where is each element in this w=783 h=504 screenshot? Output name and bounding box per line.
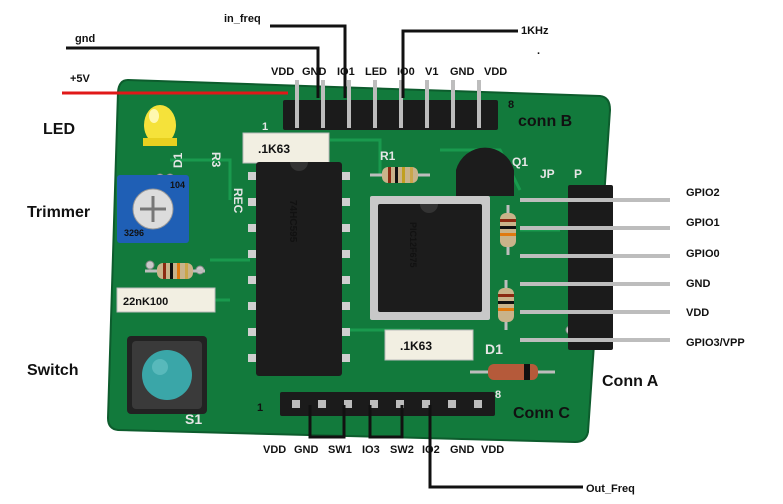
label-trimmer: Trimmer xyxy=(27,204,90,221)
label-in-freq: in_freq xyxy=(224,13,261,25)
conn-a-pin: GPIO2 xyxy=(686,187,720,199)
silk-d1: D1 xyxy=(485,341,503,357)
silk-pin8-c: 8 xyxy=(495,389,501,401)
resistor-left xyxy=(145,263,205,279)
capacitor-left-code: 22nK100 xyxy=(123,296,168,308)
ic-small-marking: PIC12F675 xyxy=(408,222,418,268)
capacitor-box-left: 22nK100 xyxy=(116,287,216,313)
label-gnd: gnd xyxy=(75,33,95,45)
conn-b-pin: V1 xyxy=(425,66,438,78)
capacitor-box-top: .1K63 xyxy=(242,132,330,164)
wire-gnd xyxy=(66,46,320,98)
silk-jp: JP xyxy=(540,167,555,181)
conn-c-header xyxy=(280,392,495,416)
wire-in-freq xyxy=(270,24,347,98)
annotation-wires xyxy=(62,24,583,489)
silk-pin1-b: 1 xyxy=(262,121,268,133)
label-led: LED xyxy=(43,121,75,138)
silk-s1: S1 xyxy=(185,411,202,427)
conn-b-pin: VDD xyxy=(271,66,294,78)
conn-b-pin: GND xyxy=(302,66,327,78)
conn-a-pin-labels: GPIO2 GPIO1 GPIO0 GND VDD GPIO3/VPP xyxy=(686,187,745,349)
led-component xyxy=(143,105,177,146)
resistor-right-bottom xyxy=(498,280,514,330)
conn-c-pin: IO3 xyxy=(362,444,380,456)
pushbutton-s1 xyxy=(127,336,207,414)
transistor-q1 xyxy=(456,147,514,196)
resistor-right-top xyxy=(500,205,516,255)
conn-b-pin-labels: VDD GND IO1 LED IO0 V1 GND VDD xyxy=(271,66,507,78)
label-1khz: 1KHz xyxy=(521,25,549,37)
silk-r3: R3 xyxy=(209,152,223,168)
conn-a-pin: GPIO3/VPP xyxy=(686,337,745,349)
label-conn-c: Conn C xyxy=(513,405,570,422)
conn-a-header xyxy=(520,185,670,350)
conn-c-pin: IO2 xyxy=(422,444,440,456)
conn-c-pin: VDD xyxy=(263,444,286,456)
wire-out-freq xyxy=(428,405,583,489)
silk-pin8-b: 8 xyxy=(508,99,514,111)
conn-c-pin: VDD xyxy=(481,444,504,456)
label-switch: Switch xyxy=(27,362,79,379)
capacitor-top-code: .1K63 xyxy=(258,142,290,156)
silk-pin1-c: 1 xyxy=(257,402,263,414)
conn-a-pin: GPIO0 xyxy=(686,248,720,260)
silk-rec: REC xyxy=(231,188,245,214)
wire-sw1 xyxy=(308,405,346,439)
ic-large: 74HC595 xyxy=(248,162,350,376)
conn-b-pin: LED xyxy=(365,66,387,78)
label-vplus: +5V xyxy=(70,73,91,85)
conn-a-pin: GPIO1 xyxy=(686,217,720,229)
conn-b-pin: GND xyxy=(450,66,475,78)
conn-a-pin: VDD xyxy=(686,307,709,319)
trimpot-top-code: 104 xyxy=(170,180,185,190)
label-conn-b: conn B xyxy=(518,113,572,130)
conn-c-pin: SW2 xyxy=(390,444,414,456)
silk-p: P xyxy=(574,167,582,181)
annotation-labels: gnd +5V in_freq 1KHz . LED Trimmer Switc… xyxy=(27,13,659,495)
conn-b-pin: IO1 xyxy=(337,66,355,78)
wire-1khz xyxy=(401,29,518,98)
conn-b-pin: VDD xyxy=(484,66,507,78)
wire-sw2 xyxy=(368,405,404,439)
silk-rd1: D1 xyxy=(171,152,185,168)
silkscreen: 1 8 1 8 D1 S1 R1 R3 REC Q1 JP P D1 xyxy=(171,99,582,427)
label-out-freq: Out_Freq xyxy=(586,483,635,495)
label-conn-a: Conn A xyxy=(602,373,659,390)
conn-b-pin: IO0 xyxy=(397,66,415,78)
conn-c-pin: GND xyxy=(294,444,319,456)
resistor-r1 xyxy=(370,167,430,183)
conn-b-header xyxy=(283,80,498,130)
ic-large-marking: 74HC595 xyxy=(287,200,298,243)
silk-r1: R1 xyxy=(380,149,396,163)
silk-q1: Q1 xyxy=(512,155,528,169)
conn-c-pin: SW1 xyxy=(328,444,352,456)
capacitor-box-bottom: .1K63 xyxy=(384,329,474,361)
conn-c-pin: GND xyxy=(450,444,475,456)
ic-small: PIC12F675 xyxy=(370,196,490,320)
capacitor-bottom-code: .1K63 xyxy=(400,339,432,353)
conn-c-pin-labels: VDD GND SW1 IO3 SW2 IO2 GND VDD xyxy=(263,444,504,456)
conn-a-pin: GND xyxy=(686,278,711,290)
diode-d1 xyxy=(470,364,555,380)
trimpot-component: 3296 104 xyxy=(117,175,189,243)
trimpot-side-code: 3296 xyxy=(124,228,144,238)
label-dot: . xyxy=(537,45,540,57)
